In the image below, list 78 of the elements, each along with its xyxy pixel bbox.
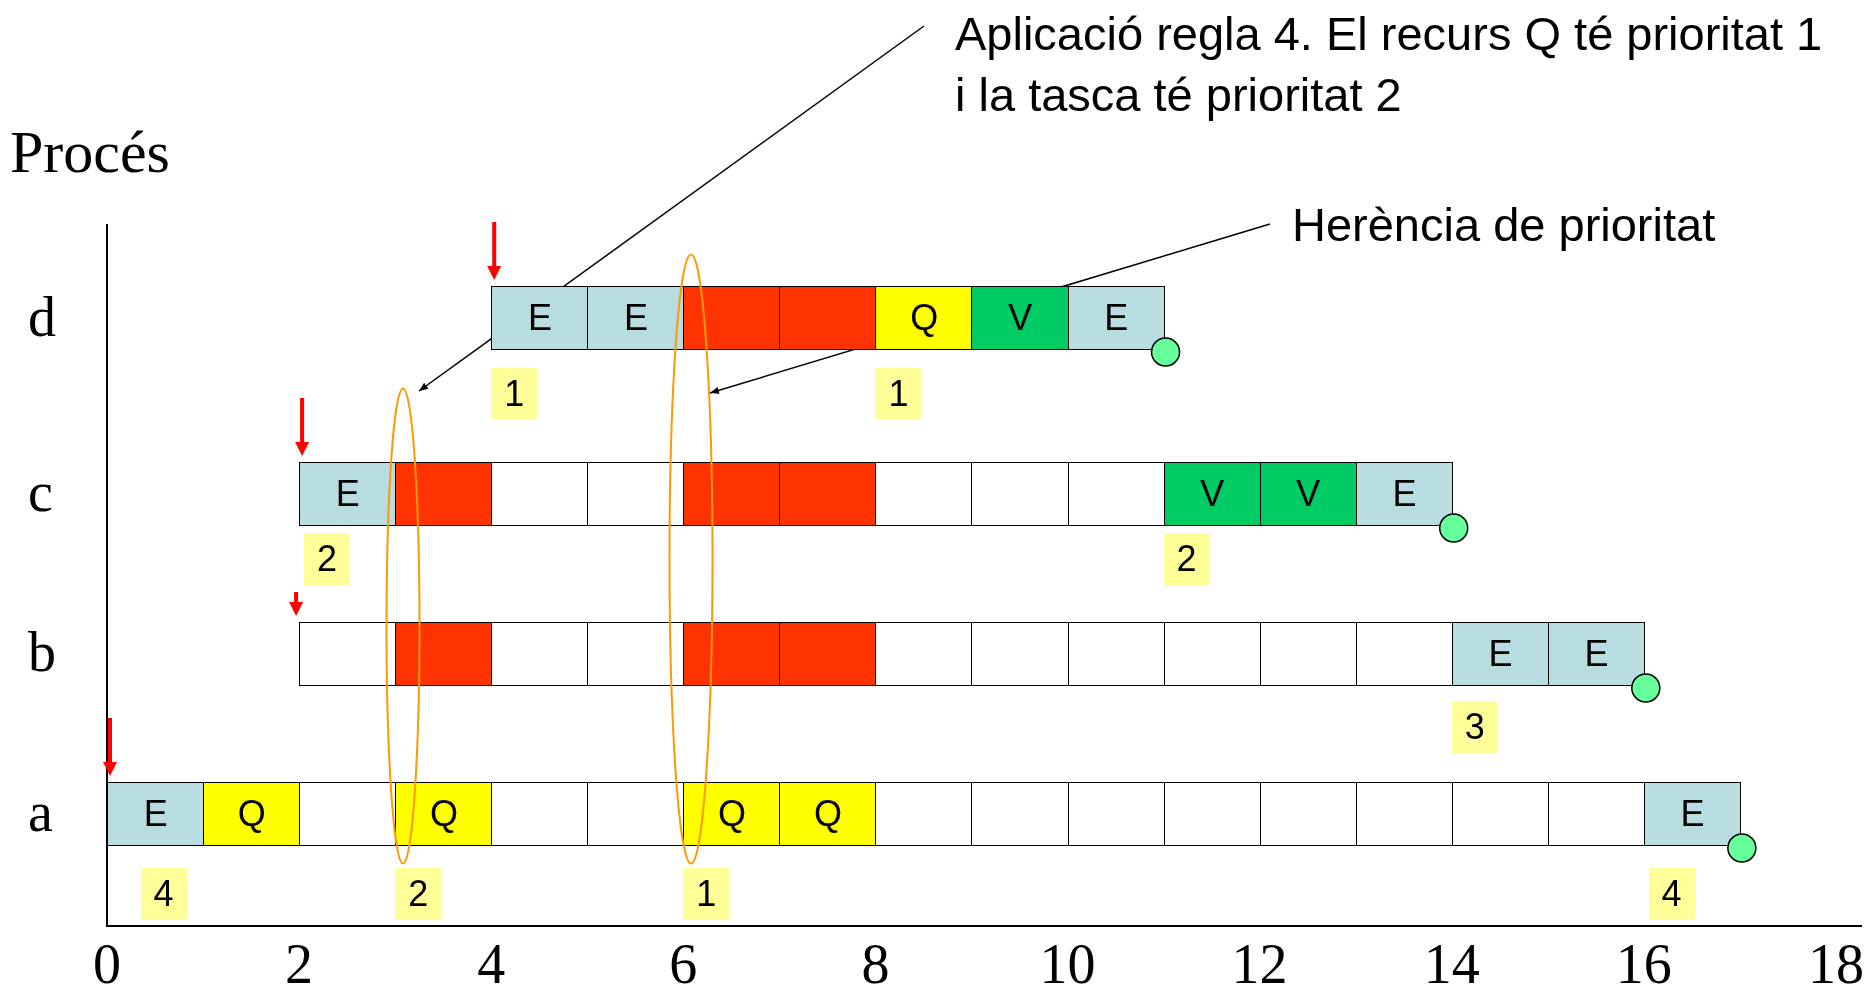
priority-label: 2 (1163, 533, 1210, 585)
tick-label: 8 (860, 932, 891, 996)
priority-label: 2 (395, 868, 442, 920)
time-slot (1355, 622, 1454, 686)
time-slot: Q (875, 286, 973, 350)
time-slot (491, 462, 589, 526)
highlight-ellipse (668, 253, 714, 865)
time-slot (1355, 782, 1454, 846)
time-slot (1067, 782, 1166, 846)
time-slot (875, 622, 973, 686)
time-slot (1547, 782, 1646, 846)
time-slot: E (107, 782, 205, 846)
time-slot: Q (779, 782, 877, 846)
tick-label: 14 (1422, 932, 1481, 996)
time-slot (587, 462, 685, 526)
priority-label: 2 (303, 533, 350, 585)
row-label: d (28, 285, 56, 349)
row-label: b (28, 620, 56, 684)
time-slot: E (1547, 622, 1646, 686)
priority-label: 3 (1451, 701, 1498, 753)
time-slot (299, 782, 397, 846)
row-label: c (28, 460, 53, 524)
time-slot (1163, 782, 1262, 846)
time-slot (875, 782, 973, 846)
time-slot: E (1067, 286, 1166, 350)
time-slot: E (1643, 782, 1742, 846)
time-slot: V (1163, 462, 1262, 526)
time-slot (971, 622, 1069, 686)
time-slot (779, 462, 877, 526)
tick-label: 18 (1806, 932, 1865, 996)
time-slot (491, 622, 589, 686)
priority-label: 1 (491, 368, 538, 420)
time-slot (1067, 622, 1166, 686)
time-slot (683, 462, 781, 526)
time-slot: V (971, 286, 1069, 350)
highlight-ellipse (385, 387, 421, 865)
time-slot (587, 782, 685, 846)
time-slot: Q (683, 782, 781, 846)
time-slot (491, 782, 589, 846)
time-slot (875, 462, 973, 526)
annotation-text: Aplicació regla 4. El recurs Q té prioritat 1 i la tasca té prioritat 2 (955, 3, 1825, 126)
time-slot (1259, 782, 1358, 846)
tick-label: 0 (92, 932, 122, 996)
time-slot (1259, 622, 1358, 686)
time-slot: V (1259, 462, 1358, 526)
time-slot (971, 462, 1069, 526)
time-slot: E (1451, 622, 1550, 686)
time-slot: Q (395, 782, 493, 846)
priority-label: 1 (875, 368, 922, 420)
time-slot: Q (203, 782, 301, 846)
time-slot (1163, 622, 1262, 686)
time-slot (683, 286, 781, 350)
tick-label: 4 (476, 932, 507, 996)
tick-label: 12 (1230, 932, 1289, 996)
time-slot (779, 622, 877, 686)
priority-label: 4 (1648, 868, 1695, 920)
time-slot (299, 622, 397, 686)
time-slot (587, 622, 685, 686)
time-slot: E (491, 286, 589, 350)
time-slot (1451, 782, 1550, 846)
tick-label: 6 (668, 932, 699, 996)
priority-label: 4 (140, 868, 187, 920)
time-slot: E (587, 286, 685, 350)
time-slot (395, 622, 493, 686)
time-slot (971, 782, 1069, 846)
axis-title: Procés (10, 118, 170, 187)
tick-label: 2 (284, 932, 315, 996)
row-label: a (28, 780, 53, 844)
time-slot (1067, 462, 1166, 526)
priority-label: 1 (683, 868, 730, 920)
tick-label: 10 (1038, 932, 1097, 996)
annotation-text: Herència de prioritat (1292, 194, 1852, 256)
time-slot (395, 462, 493, 526)
time-slot: E (299, 462, 397, 526)
time-slot (683, 622, 781, 686)
time-slot: E (1355, 462, 1454, 526)
time-slot (779, 286, 877, 350)
tick-label: 16 (1614, 932, 1673, 996)
